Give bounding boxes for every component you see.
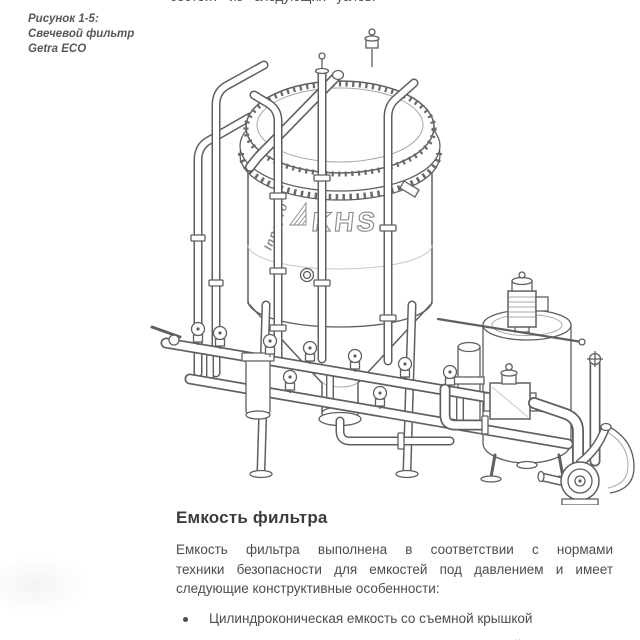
left-pipe-loop: [190, 60, 269, 378]
bullet-list: Цилиндроконическая емкость со съемной кр…: [176, 610, 613, 640]
leg-foot: [395, 469, 419, 479]
logo-triangle-icon: [289, 201, 307, 226]
list-item: Цилиндроконическая емкость со съемной кр…: [176, 610, 613, 628]
bullet-dot-icon: [183, 616, 188, 622]
sight-port: [299, 267, 315, 283]
pump-base: [561, 498, 599, 506]
section-paragraph: Емкость фильтра выполнена в соответствии…: [176, 540, 613, 599]
bag-filter-housing: [241, 352, 275, 420]
agitator-motor: [507, 271, 549, 333]
figure-caption-line1: Рисунок 1-5:: [28, 13, 99, 25]
section-heading: Емкость фильтра: [176, 508, 328, 527]
lid-bracket: [399, 180, 420, 198]
section-filter-vessel: Емкость фильтра Емкость фильтра выполнен…: [176, 508, 613, 640]
bolt-ring-upper: [243, 81, 437, 177]
scan-smudge: [0, 555, 90, 615]
figure-caption-line3: Getra ECO: [28, 43, 87, 55]
handwheel-valves: [190, 321, 458, 409]
bullet-text: Промежуточная плита, на которой крепятся: [209, 637, 613, 640]
candle-filter-figure: KHS Innopro: [150, 25, 640, 506]
front-riser-pipes: [249, 52, 419, 366]
leg-foot: [249, 469, 273, 479]
figure-caption: Рисунок 1-5: Свечевой фильтр Getra ECO: [28, 12, 134, 57]
clipped-body-line: состоит из следующих узлов:: [170, 0, 490, 7]
paragraph-line: техники безопасности для емкостей под да…: [176, 561, 613, 577]
paragraph-line: следующие конструктивные особенности:: [176, 581, 440, 596]
cross-rod: [436, 317, 586, 346]
pipe-elbow-cap: [331, 69, 345, 81]
motor-junction-box: [535, 296, 549, 312]
bullet-text: Цилиндроконическая емкость со съемной кр…: [209, 610, 533, 626]
pump-hose: [605, 424, 635, 494]
lid-fittings: [245, 28, 420, 198]
paragraph-line: Емкость фильтра выполнена в соответствии…: [176, 542, 613, 557]
centrifugal-pump: [537, 422, 635, 506]
figure-caption-line2: Свечевой фильтр: [28, 28, 135, 40]
technical-drawing: KHS Innopro: [150, 28, 635, 506]
list-item: Промежуточная плита, на которой крепятся: [176, 637, 613, 640]
